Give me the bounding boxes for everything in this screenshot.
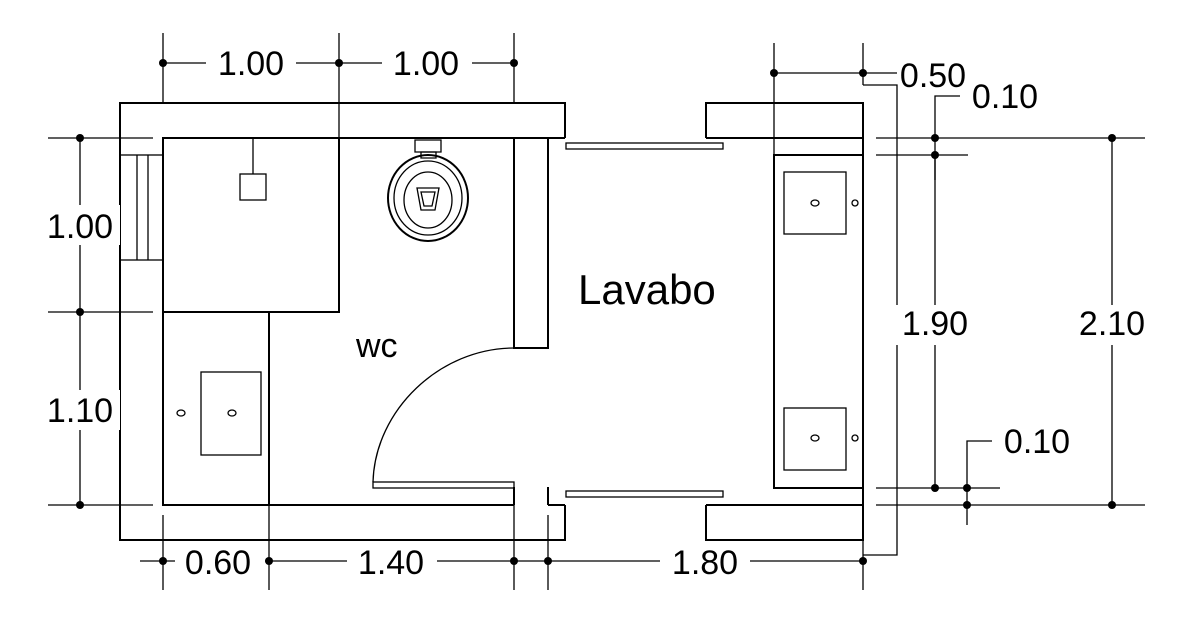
dim-left-lower: 1.10	[47, 392, 113, 430]
labels: Lavabo wc 1.00 1.00 0.50 0.10 1.00 1.10 …	[47, 45, 1145, 582]
dim-bottom-1: 0.60	[185, 544, 251, 582]
dim-top-1: 1.00	[218, 45, 284, 83]
wc-inner-wall	[162, 137, 548, 506]
dim-bottom-3: 1.80	[672, 544, 738, 582]
lavabo-counter	[773, 154, 864, 489]
door-leaf	[372, 481, 515, 489]
lavabo-top-wall	[705, 102, 864, 139]
wc-fixtures	[162, 137, 515, 505]
dim-top-2: 1.00	[393, 45, 459, 83]
shower-drain-icon	[239, 173, 267, 201]
dim-left-upper: 1.00	[47, 208, 113, 246]
wc-sink	[200, 371, 262, 456]
dim-top-right-offset: 0.10	[972, 78, 1038, 116]
lavabo-sink-top	[783, 171, 847, 235]
window-left	[119, 154, 164, 261]
shower-area	[162, 137, 340, 313]
dim-top-right-wall: 0.50	[900, 57, 966, 95]
lavabo-bottom-wall	[705, 504, 864, 541]
partition-upper	[513, 137, 565, 349]
door-swing	[372, 347, 515, 483]
room-label-lavabo: Lavabo	[578, 266, 716, 313]
dim-right-inner: 1.90	[902, 305, 968, 343]
window-top	[565, 142, 724, 150]
lavabo-sink-bottom	[783, 407, 847, 471]
room-label-wc: wc	[355, 327, 398, 365]
wc-outer-wall	[119, 102, 566, 541]
dim-right-outer: 2.10	[1079, 305, 1145, 343]
lavabo-fixtures	[773, 154, 864, 489]
window-bottom	[565, 490, 724, 498]
toilet-icon	[387, 139, 469, 242]
dim-bottom-right-offset: 0.10	[1004, 423, 1070, 461]
dim-bottom-2: 1.40	[358, 544, 424, 582]
